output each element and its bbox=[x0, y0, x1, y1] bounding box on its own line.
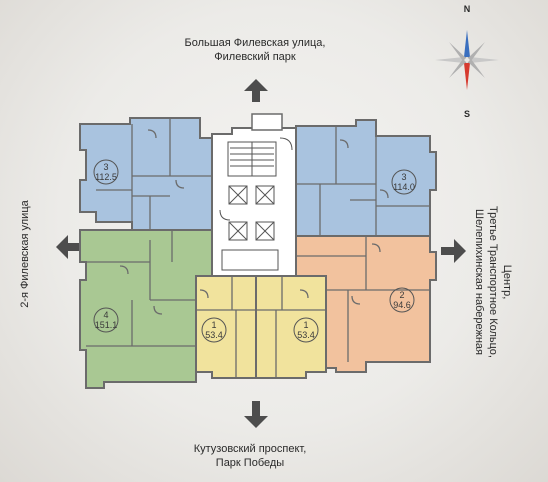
unit-e-area-value: 94.6 bbox=[393, 300, 411, 310]
unit-ne-rooms: 3 bbox=[401, 172, 406, 182]
unit-nw-rooms: 3 bbox=[103, 162, 108, 172]
unit-label-e: 2 94.6 bbox=[389, 287, 415, 313]
compass-south-letter: S bbox=[464, 109, 470, 119]
compass-rose-icon: N S bbox=[435, 4, 499, 119]
building-core bbox=[211, 127, 297, 277]
unit-label-nw: 3 112.5 bbox=[93, 159, 119, 185]
arrow-east-icon bbox=[441, 239, 466, 263]
unit-nw-area-value: 112.5 bbox=[95, 172, 117, 182]
unit-w-area bbox=[79, 229, 213, 389]
unit-labels: 3 112.5 3 114.0 4 151.1 2 94.6 1 53.4 1 … bbox=[93, 159, 417, 343]
north-line-2: Филевский парк bbox=[214, 51, 296, 63]
south-line-2: Парк Победы bbox=[215, 457, 285, 469]
unit-label-s1: 1 53.4 bbox=[201, 317, 227, 343]
unit-ne-area-value: 114.0 bbox=[393, 182, 415, 192]
unit-label-w: 4 151.1 bbox=[93, 307, 119, 333]
arrow-south-icon bbox=[244, 401, 268, 428]
unit-e-rooms: 2 bbox=[399, 290, 404, 300]
compass-north-letter: N bbox=[464, 4, 471, 14]
direction-label-south: Кутузовский проспект, Парк Победы bbox=[160, 442, 340, 470]
unit-s2-area-value: 53.4 bbox=[297, 330, 315, 340]
arrow-north-icon bbox=[244, 79, 268, 102]
unit-w-rooms: 4 bbox=[103, 310, 108, 320]
unit-s2-area bbox=[255, 275, 327, 379]
unit-s1-rooms: 1 bbox=[211, 320, 216, 330]
unit-label-ne: 3 114.0 bbox=[391, 169, 417, 195]
unit-s2-rooms: 1 bbox=[303, 320, 308, 330]
south-line-1: Кутузовский проспект, bbox=[193, 443, 307, 455]
direction-label-north: Большая Филевская улица, Филевский парк bbox=[150, 36, 360, 64]
arrow-west-icon bbox=[56, 235, 80, 259]
north-line-1: Большая Филевская улица, bbox=[184, 37, 326, 49]
unit-label-s2: 1 53.4 bbox=[293, 317, 319, 343]
unit-s1-area-value: 53.4 bbox=[205, 330, 223, 340]
interior-walls bbox=[80, 118, 430, 378]
unit-w-area-value: 151.1 bbox=[95, 320, 118, 330]
roof-exit bbox=[251, 113, 283, 131]
core-details bbox=[219, 137, 293, 271]
